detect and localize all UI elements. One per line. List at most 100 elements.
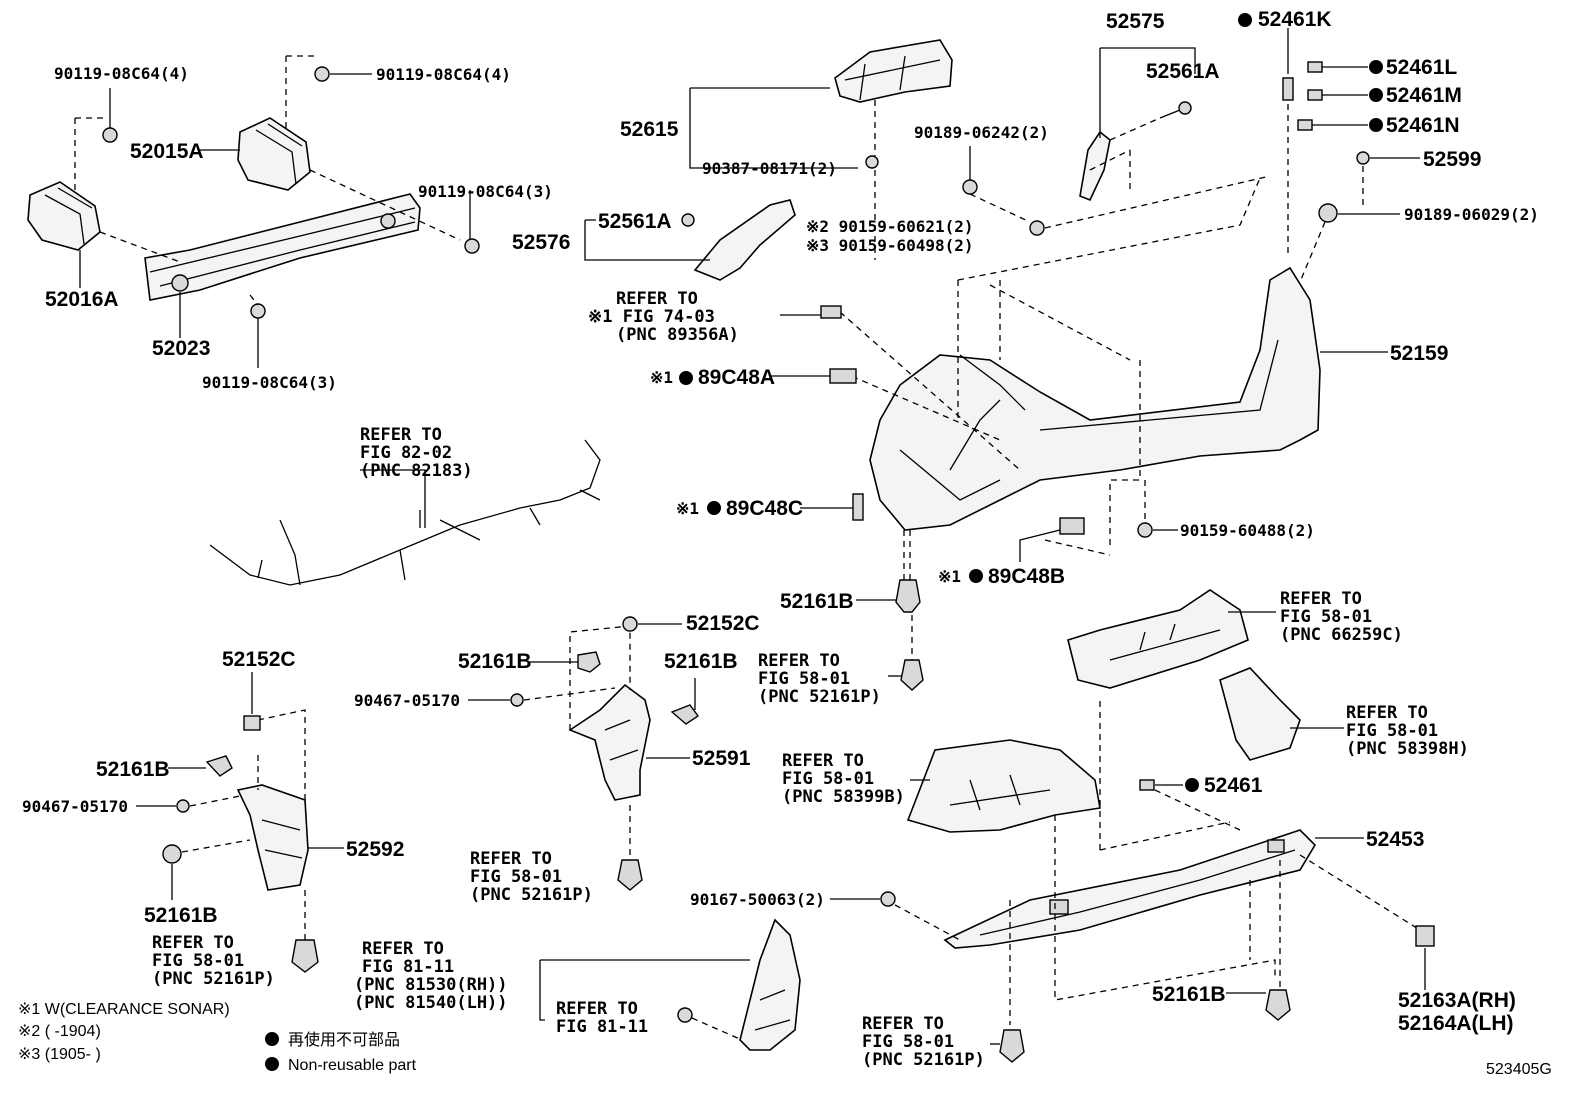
reinforcement-group — [27, 55, 480, 368]
refer-line: (PNC 58398H) — [1346, 739, 1469, 759]
label-52164a-lh: 52164A(LH) — [1398, 1012, 1514, 1035]
label-52461k: 52461K — [1258, 8, 1332, 31]
label-52561a-left: 52561A — [598, 210, 672, 233]
label-52576: 52576 — [512, 231, 570, 254]
nonreusable-dot — [1369, 118, 1383, 132]
legend: ※1 W(CLEARANCE SONAR) ※2 ( -1904) ※3 (19… — [18, 1001, 1552, 1078]
legend-note-3: ※3 (1905- ) — [18, 1046, 101, 1063]
refer-line: REFER TO — [470, 849, 552, 869]
sonar-bracket — [1059, 517, 1085, 535]
label-90159-60488: 90159-60488(2) — [1180, 521, 1315, 540]
clip-icon — [162, 844, 182, 864]
nonreusable-dot — [1238, 13, 1252, 27]
label-52161b-bottom: 52161B — [1152, 983, 1226, 1006]
valance-52453 — [830, 700, 1435, 1063]
label-90189-06029: 90189-06029(2) — [1404, 205, 1539, 224]
sonar-bracket — [852, 493, 864, 521]
bolt-icon — [314, 66, 330, 82]
label-52461n: 52461N — [1386, 114, 1460, 137]
label-89c48c: 89C48C — [726, 497, 803, 520]
label-90467-05170-mid: 90467-05170 — [354, 691, 460, 710]
bolt-icon — [1029, 220, 1045, 236]
refer-line: REFER TO — [1280, 589, 1362, 609]
mudguard-52591 — [468, 616, 699, 891]
label-52161b-center: 52161B — [780, 590, 854, 613]
label-90119-08c64-b: 90119-08C64(4) — [376, 65, 511, 84]
label-90189-06242: 90189-06242(2) — [914, 123, 1049, 142]
clip-icon — [622, 616, 638, 632]
refer-line: REFER TO — [1346, 703, 1428, 723]
bracket-52615 — [834, 39, 953, 103]
refer-line: FIG 58-01 — [782, 769, 874, 789]
nonreusable-dot — [969, 569, 983, 583]
clip-icon — [577, 651, 601, 673]
clip-icon — [1265, 989, 1291, 1021]
nonreusable-dot — [707, 501, 721, 515]
refer-line: (PNC 58399B) — [782, 787, 905, 807]
refer-line: FIG 81-11 — [362, 957, 454, 977]
clip-icon — [670, 704, 699, 725]
wire-harness — [209, 439, 601, 586]
mudguard-52592 — [136, 672, 344, 973]
label-90467-05170-left: 90467-05170 — [22, 797, 128, 816]
bumper-cover-52159 — [839, 177, 1388, 556]
label-sonar-note-c: ※1 — [676, 499, 699, 518]
bolt-icon — [464, 238, 480, 254]
label-90119-08c64-a: 90119-08C64(4) — [54, 64, 189, 83]
legend-nonreusable-en: Non-reusable part — [288, 1057, 417, 1074]
refer-line: REFER TO — [758, 651, 840, 671]
label-sonar-note-a: ※1 — [650, 368, 673, 387]
label-52561a-right: 52561A — [1146, 60, 1220, 83]
label-90159-60498: ※3 90159-60498(2) — [806, 236, 974, 255]
label-52592: 52592 — [346, 838, 404, 861]
bolt-icon — [1137, 522, 1153, 538]
refer-line: (PNC 52161P) — [758, 687, 881, 707]
undercovers — [906, 589, 1344, 833]
nonreusable-dot — [1369, 60, 1383, 74]
refer-line: FIG 58-01 — [152, 951, 244, 971]
legend-nonreusable-ja: 再使用不可部品 — [288, 1031, 400, 1049]
label-89c48a: 89C48A — [698, 366, 775, 389]
retainer-52575 — [1079, 130, 1111, 202]
legend-note-2: ※2 ( -1904) — [18, 1023, 101, 1040]
bolt-icon — [250, 303, 266, 319]
refer-to-notes: REFER TO ※1 FIG 74-03 (PNC 89356A) REFER… — [152, 289, 1469, 1070]
clips-group — [1282, 28, 1420, 283]
refer-line: REFER TO — [556, 999, 638, 1019]
label-89c48b: 89C48B — [988, 565, 1065, 588]
refer-line: REFER TO — [362, 939, 444, 959]
refer-line: (PNC 82183) — [360, 461, 473, 481]
refer-line: (PNC 52161P) — [862, 1050, 985, 1070]
clip-icon — [617, 859, 643, 891]
label-52152c-center: 52152C — [686, 612, 760, 635]
bolt-icon — [510, 693, 524, 707]
bolt-icon — [102, 127, 118, 143]
refer-line: FIG 82-02 — [360, 443, 452, 463]
bolt-icon — [880, 891, 896, 907]
label-52161b-mid-right: 52161B — [664, 650, 738, 673]
nonreusable-dot — [1369, 88, 1383, 102]
refer-line: FIG 81-11 — [556, 1017, 648, 1037]
refer-line: REFER TO — [862, 1014, 944, 1034]
refer-line: FIG 58-01 — [758, 669, 850, 689]
label-52615: 52615 — [620, 118, 679, 141]
clip-icon — [243, 715, 261, 731]
label-52161b-left-b: 52161B — [144, 904, 218, 927]
label-52575: 52575 — [1106, 10, 1165, 33]
label-90387-08171: 90387-08171(2) — [702, 159, 837, 178]
clip-icon — [900, 659, 924, 691]
clip-icon — [999, 1029, 1025, 1063]
refer-line: (PNC 81540(LH)) — [354, 993, 508, 1013]
label-52599: 52599 — [1423, 148, 1481, 171]
label-52023: 52023 — [152, 337, 210, 360]
label-52015a: 52015A — [130, 140, 204, 163]
retainer-52576 — [693, 199, 796, 281]
refer-line: (PNC 52161P) — [470, 885, 593, 905]
refer-line: REFER TO — [360, 425, 442, 445]
nonreusable-dot — [265, 1032, 279, 1046]
reinforcement-52023 — [144, 193, 421, 301]
label-52453: 52453 — [1366, 828, 1424, 851]
bracket-52015a — [237, 117, 311, 191]
refer-line: FIG 58-01 — [862, 1032, 954, 1052]
bolt-icon — [1178, 101, 1192, 115]
